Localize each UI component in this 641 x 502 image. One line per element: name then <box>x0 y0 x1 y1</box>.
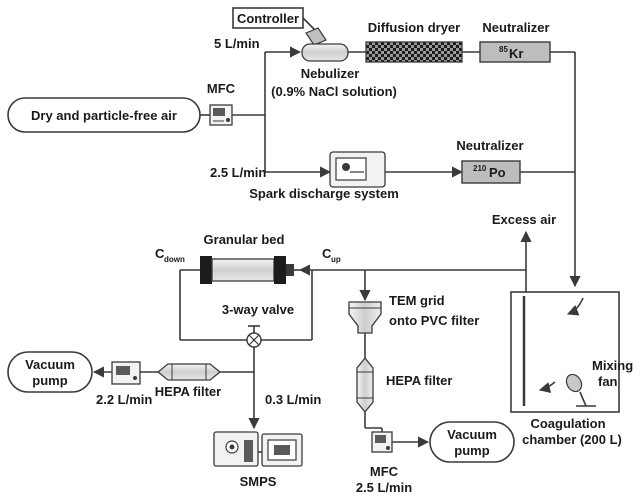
po210-superscript: 210 <box>473 164 487 173</box>
c-up-label: C <box>322 246 332 261</box>
flow-25-bottom-label: 2.5 L/min <box>356 480 412 495</box>
smps: SMPS <box>213 431 303 489</box>
pvc-filter-label: onto PVC filter <box>389 313 479 328</box>
mfc-top-label: MFC <box>207 81 236 96</box>
kr85-superscript: 85 <box>499 45 508 54</box>
c-down-label: C <box>155 246 165 261</box>
smps-label: SMPS <box>240 474 277 489</box>
mfc-bottom: MFC 2.5 L/min <box>356 431 412 495</box>
diffusion-dryer: Diffusion dryer <box>365 20 463 63</box>
fan-label: fan <box>598 374 618 389</box>
c-up-subscript: up <box>331 255 341 264</box>
tem-grid-filter: TEM grid onto PVC filter <box>348 293 479 334</box>
neutralizer-mid-label: Neutralizer <box>456 138 523 153</box>
air-source: Dry and particle-free air <box>7 97 201 133</box>
excess-air-label: Excess air <box>492 212 556 227</box>
hepa-filter-left: HEPA filter <box>155 363 221 399</box>
granular-bed-label: Granular bed <box>204 232 285 247</box>
flow-lines <box>92 46 581 448</box>
mfc-left: 2.2 L/min <box>96 361 152 407</box>
mixing-label: Mixing <box>592 358 633 373</box>
nebulizer: 5 L/min Nebulizer (0.9% NaCl solution) <box>214 27 397 99</box>
flow-5-label: 5 L/min <box>214 36 260 51</box>
pump-bottom-label: pump <box>454 443 489 458</box>
coagulation-label: Coagulation <box>530 416 605 431</box>
spark-discharge-system: 2.5 L/min Spark discharge system <box>210 151 399 201</box>
vacuum-left-label: Vacuum <box>25 357 75 372</box>
flow-03-label: 0.3 L/min <box>265 392 321 407</box>
mfc-bottom-label: MFC <box>370 464 399 479</box>
vacuum-bottom-label: Vacuum <box>447 427 497 442</box>
diffusion-dryer-label: Diffusion dryer <box>368 20 460 35</box>
kr85-label: Kr <box>509 46 523 61</box>
mixing-fan-icon <box>565 373 596 407</box>
dry-air-label: Dry and particle-free air <box>31 108 177 123</box>
three-way-valve: 3-way valve <box>222 302 294 348</box>
hepa-filter-vertical: HEPA filter <box>356 356 452 414</box>
granular-bed: Granular bed C down C up <box>155 232 341 284</box>
flow-25-top-label: 2.5 L/min <box>210 165 266 180</box>
mfc-top: MFC <box>207 81 236 126</box>
hepa-left-label: HEPA filter <box>155 384 221 399</box>
coagulation-chamber: Mixing fan Coagulation chamber (200 L) <box>510 291 633 447</box>
vacuum-pump-left: Vacuum pump <box>7 351 93 393</box>
neutralizer-po210: Neutralizer 210 Po <box>456 138 524 184</box>
vacuum-pump-bottom: Vacuum pump <box>429 421 515 463</box>
spark-discharge-label: Spark discharge system <box>249 186 399 201</box>
tem-grid-label: TEM grid <box>389 293 445 308</box>
flow-22-label: 2.2 L/min <box>96 392 152 407</box>
nebulizer-label: Nebulizer <box>301 66 360 81</box>
po210-label: Po <box>489 165 506 180</box>
valve-label: 3-way valve <box>222 302 294 317</box>
controller-box: Controller <box>232 7 319 34</box>
neutralizer-kr85: Neutralizer 85 Kr <box>479 20 551 63</box>
neutralizer-top-label: Neutralizer <box>482 20 549 35</box>
controller-label: Controller <box>237 11 299 26</box>
pump-left-label: pump <box>32 373 67 388</box>
c-down-subscript: down <box>164 255 185 264</box>
chamber-label: chamber (200 L) <box>522 432 622 447</box>
hepa-mid-label: HEPA filter <box>386 373 452 388</box>
nacl-solution-label: (0.9% NaCl solution) <box>271 84 397 99</box>
